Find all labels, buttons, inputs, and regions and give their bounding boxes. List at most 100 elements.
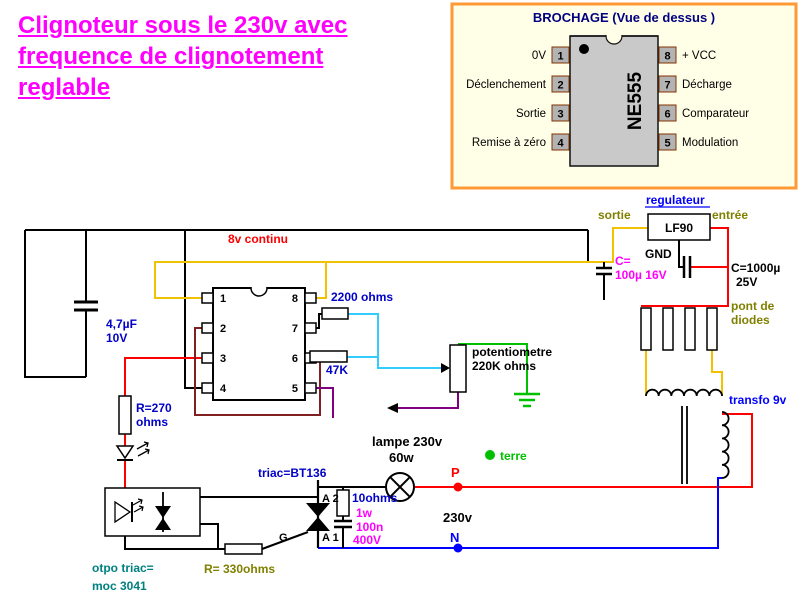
pinout-pin-number: 1 bbox=[557, 51, 563, 63]
label-cap-1000uf-voltage: 25V bbox=[736, 275, 757, 289]
label-optotriac: otpo triac= bbox=[92, 561, 154, 575]
pinout-pin-label: 0V bbox=[532, 50, 546, 62]
label-regulator: regulateur bbox=[646, 193, 705, 207]
label-cap-100uf: 100µ 16V bbox=[615, 268, 667, 282]
ic-pin-number: 5 bbox=[292, 383, 298, 395]
label-lamp: lampe 230v bbox=[372, 434, 443, 449]
label-phase: P bbox=[451, 465, 460, 480]
pinout-pin-number: 5 bbox=[664, 138, 670, 150]
capacitor-4u7 bbox=[74, 300, 98, 312]
pinout-pin-label: + VCC bbox=[682, 50, 716, 62]
wire-timing-cyan bbox=[347, 313, 443, 369]
pinout-chip-notch-mask bbox=[603, 25, 625, 35]
pinout-pin-label: Modulation bbox=[682, 137, 738, 149]
lamp bbox=[385, 472, 415, 502]
transformer-primary-coil bbox=[721, 411, 730, 479]
earth-symbol-icon bbox=[514, 392, 540, 408]
wire-mains-neutral-blue bbox=[318, 477, 722, 549]
wire-earth-green bbox=[458, 343, 528, 394]
label-cap-4u7: 4,7µF bbox=[106, 317, 137, 331]
label-triac-a2: A 2 bbox=[322, 493, 339, 505]
labels: 8v continu 4,7µF 10V 2200 ohms 47K poten… bbox=[92, 193, 787, 593]
ic-pin-number: 7 bbox=[292, 323, 298, 335]
pinout-title: BROCHAGE (Vue de dessus ) bbox=[533, 10, 715, 25]
pinout-left-pins: 1 2 3 4 0V Déclenchement Sortie Remise à… bbox=[466, 46, 570, 151]
pinout-pin-number: 7 bbox=[664, 80, 670, 92]
ne555-ic: 1 2 3 4 8 7 6 5 bbox=[201, 277, 317, 401]
label-resistor-270: R=270 bbox=[136, 401, 172, 415]
ic-pin-number: 6 bbox=[292, 353, 298, 365]
transformer-secondary-coil bbox=[645, 388, 723, 397]
label-regulator-name: LF90 bbox=[665, 221, 693, 235]
resistor-10ohm bbox=[336, 489, 350, 517]
label-neutral: N bbox=[450, 530, 459, 545]
resistor-2200 bbox=[321, 307, 349, 320]
label-mains-voltage: 230v bbox=[443, 510, 473, 525]
pinout-pin-label: Sortie bbox=[516, 108, 546, 120]
transformer bbox=[645, 388, 730, 484]
label-cap-1000uf: C=1000µ bbox=[731, 261, 780, 275]
label-triac-a1: A 1 bbox=[322, 532, 339, 544]
diode-bridge bbox=[640, 307, 718, 351]
wire-8v-bus-black bbox=[24, 229, 589, 389]
label-earth: terre bbox=[500, 449, 527, 463]
pinout-pin-label: Déclenchement bbox=[466, 79, 547, 91]
pinout-panel: BROCHAGE (Vue de dessus ) NE555 1 2 3 4 … bbox=[450, 2, 798, 190]
pinout-pin-label: Comparateur bbox=[682, 108, 749, 120]
pinout-chip-name: NE555 bbox=[625, 72, 646, 131]
pinout-pin-label: Décharge bbox=[682, 79, 732, 91]
wire-bridge-dc-red bbox=[641, 227, 729, 307]
triac-bt136 bbox=[306, 480, 330, 548]
page-title-line-3: reglable bbox=[18, 74, 111, 101]
pinout-pin-number: 6 bbox=[664, 109, 670, 121]
label-potentiometer: potentiometre bbox=[472, 345, 552, 359]
page-title: Clignoteur sous le 230v avec frequence d… bbox=[18, 10, 347, 103]
label-resistor-47k: 47K bbox=[326, 363, 348, 377]
resistor-47k bbox=[309, 350, 348, 363]
wires bbox=[24, 227, 753, 550]
ic-pin-number: 1 bbox=[220, 293, 226, 305]
page-title-line-2: frequence de clignotement bbox=[18, 43, 324, 70]
label-resistor-2200: 2200 ohms bbox=[331, 290, 393, 304]
wire-opto-triac-black bbox=[124, 486, 386, 550]
label-cap-100n-voltage: 400V bbox=[353, 533, 381, 547]
optotriac-box bbox=[104, 487, 201, 537]
pinout-pin-number: 3 bbox=[557, 109, 563, 121]
label-lamp-power: 60w bbox=[389, 450, 414, 465]
label-cap-100n: 100n bbox=[356, 520, 383, 534]
label-resistor-270-unit: ohms bbox=[136, 415, 168, 429]
capacitor-1000uf bbox=[682, 256, 692, 278]
led-indicator bbox=[115, 441, 150, 461]
ic-pin-number: 4 bbox=[220, 383, 227, 395]
regulator-lf90 bbox=[645, 206, 711, 241]
label-triac-gate: G bbox=[279, 532, 288, 544]
wire-mains-phase-red bbox=[414, 413, 753, 488]
label-bridge-2: diodes bbox=[731, 313, 770, 327]
label-regulator-out: sortie bbox=[598, 208, 631, 222]
potentiometer bbox=[441, 344, 467, 393]
label-optotriac-ref: moc 3041 bbox=[92, 579, 147, 593]
pinout-pin-number: 8 bbox=[664, 51, 670, 63]
pinout-right-pins: 8 7 6 5 + VCC Décharge Comparateur Modul… bbox=[658, 46, 749, 151]
label-resistor-10ohm: 10ohms bbox=[352, 491, 398, 505]
pinout-pin-label: Remise à zéro bbox=[472, 137, 546, 149]
label-cap-100uf-prefix: C= bbox=[615, 254, 631, 268]
opto-triac-icon bbox=[155, 506, 171, 518]
label-8v-supply: 8v continu bbox=[228, 232, 288, 246]
label-potentiometer-value: 220K ohms bbox=[472, 359, 536, 373]
label-bridge-1: pont de bbox=[731, 299, 775, 313]
pot-wiper-arrow-icon bbox=[441, 363, 450, 373]
label-transformer: transfo 9v bbox=[729, 393, 787, 407]
label-gnd: GND bbox=[645, 247, 672, 261]
resistor-270 bbox=[118, 395, 132, 435]
opto-led-icon bbox=[114, 500, 132, 524]
label-triac: triac=BT136 bbox=[258, 466, 327, 480]
label-resistor-10ohm-power: 1w bbox=[356, 506, 373, 520]
resistor-330 bbox=[224, 543, 263, 555]
ic-pin-number: 3 bbox=[220, 353, 226, 365]
wire-regulator-yellow bbox=[154, 227, 723, 396]
earth-dot bbox=[485, 450, 495, 460]
ic-pin-number: 8 bbox=[292, 293, 298, 305]
label-cap-4u7-voltage: 10V bbox=[106, 331, 127, 345]
